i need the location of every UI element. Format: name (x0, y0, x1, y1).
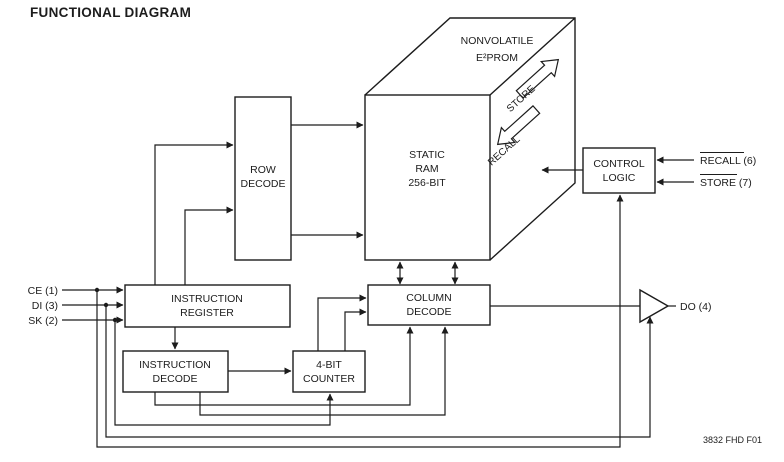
memory-array-block: NONVOLATILE E²PROM STATIC RAM 256-BIT ST… (364, 17, 576, 261)
wires (62, 121, 694, 448)
static-ram-label: 256-BIT (408, 177, 446, 189)
instruction-register-label: REGISTER (180, 307, 234, 319)
control-logic-label: CONTROL (593, 158, 644, 170)
four-bit-counter-label: 4-BIT (316, 359, 342, 371)
static-ram-label: STATIC (409, 149, 445, 161)
row-decode-label: DECODE (241, 178, 286, 190)
store-transfer-arrow-icon (515, 58, 560, 99)
column-decode-box (367, 284, 491, 326)
wire-register-to-row-decode-2 (184, 206, 234, 285)
wire-register-to-row-decode-1 (154, 141, 234, 285)
instruction-register-box (124, 284, 291, 328)
output-buffer-triangle-icon (639, 288, 670, 324)
control-logic-block: CONTROL LOGIC (582, 147, 656, 194)
recall-pin-label: RECALL (6) (700, 155, 756, 167)
recall-transfer-arrow-icon (496, 105, 541, 146)
wire-bus-ce-to-control-logic (96, 194, 624, 448)
store-pin-label: STORE (7) (700, 177, 752, 189)
junction-dot (94, 287, 100, 293)
nonvolatile-eeprom-label: E²PROM (476, 52, 518, 64)
eeprom-cube-outline (364, 17, 576, 261)
nonvolatile-eeprom-label: NONVOLATILE (461, 35, 534, 47)
row-decode-block: ROW DECODE (234, 96, 292, 261)
wire-counter-to-column-decode-1 (317, 294, 367, 351)
static-ram-box (364, 94, 491, 261)
ce-pin-label: CE (1) (28, 285, 58, 297)
wire-bus-sk-to-counter (114, 320, 334, 426)
four-bit-counter-block: 4-BIT COUNTER (292, 350, 366, 393)
wire-bus-di-to-output-buffer (105, 305, 654, 438)
instruction-decode-label: DECODE (153, 373, 198, 385)
wire-instruction-decode-to-column-decode-2 (199, 326, 449, 416)
instruction-decode-box (122, 350, 229, 393)
do-output-buffer (639, 288, 670, 324)
instruction-decode-label: INSTRUCTION (139, 359, 211, 371)
instruction-decode-block: INSTRUCTION DECODE (122, 350, 229, 393)
static-ram-label: RAM (415, 163, 438, 175)
wire-instruction-decode-to-column-decode-1 (154, 326, 414, 406)
pin-labels: CE (1) DI (3) SK (2) DO (4) RECALL (6) S… (28, 151, 756, 327)
column-decode-label: DECODE (407, 306, 452, 318)
page-title: FUNCTIONAL DIAGRAM (30, 5, 191, 20)
wire-counter-to-column-decode-2 (344, 308, 367, 351)
sk-pin-label: SK (2) (28, 315, 58, 327)
figure-code: 3832 FHD F01 (703, 435, 762, 445)
column-decode-block: COLUMN DECODE (367, 284, 491, 326)
row-decode-label: ROW (250, 164, 276, 176)
junction-dot (112, 317, 118, 323)
control-logic-box (582, 147, 656, 194)
row-decode-box (234, 96, 292, 261)
column-decode-label: COLUMN (406, 292, 452, 304)
instruction-register-label: INSTRUCTION (171, 293, 243, 305)
instruction-register-block: INSTRUCTION REGISTER (124, 284, 291, 328)
di-pin-label: DI (3) (32, 300, 58, 312)
control-logic-label: LOGIC (603, 172, 636, 184)
four-bit-counter-box (292, 350, 366, 393)
four-bit-counter-label: COUNTER (303, 373, 355, 385)
junction-dot (103, 302, 109, 308)
do-pin-label: DO (4) (680, 301, 712, 313)
